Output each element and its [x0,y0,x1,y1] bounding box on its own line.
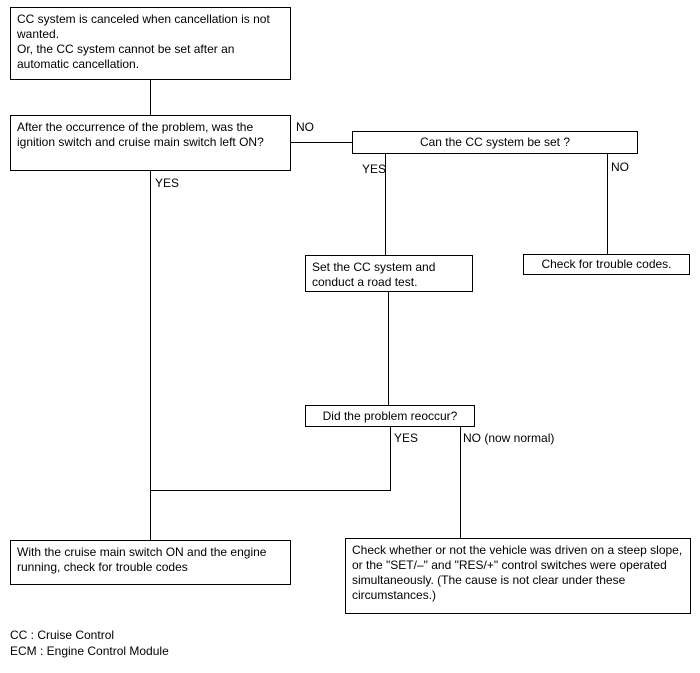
label-yes-ignition: YES [155,176,180,190]
legend-cc: CC : Cruise Control [10,628,115,642]
box-intro-symptom: CC system is canceled when cancellation … [10,7,291,80]
label-no-to-ccset: NO [296,120,314,134]
connector-reoccur-yes-down [390,427,391,491]
box-question-cc-system-set: Can the CC system be set ? [352,131,638,154]
label-no-ccset: NO [611,160,629,174]
connector-reoccur-no-to-slope-box [460,427,461,538]
box-check-trouble-codes: Check for trouble codes. [523,254,690,275]
label-yes-ccset: YES [362,162,387,176]
label-no-now-normal: NO (now normal) [463,431,555,445]
box-set-cc-road-test: Set the CC system and conduct a road tes… [305,255,473,292]
box-main-switch-trouble-codes: With the cruise main switch ON and the e… [10,540,291,585]
legend: CC : Cruise Control ECM : Engine Control… [10,627,169,659]
connector-road-test-to-reoccur-question [388,292,389,405]
box-question-problem-reoccur: Did the problem reoccur? [305,405,475,427]
connector-ignition-yes-to-main-switch-box [150,171,151,540]
legend-ecm: ECM : Engine Control Module [10,644,169,659]
connector-intro-to-ignition-question [150,80,151,115]
connector-ccset-no-to-trouble-codes [607,154,608,254]
connector-ccset-yes-to-road-test [385,154,386,255]
connector-no-to-ccset-question [291,142,352,143]
connector-reoccur-yes-horizontal [150,490,391,491]
box-question-ignition-switch: After the occurrence of the problem, was… [10,115,291,171]
box-steep-slope-check: Check whether or not the vehicle was dri… [345,538,691,614]
label-yes-reoccur: YES [394,431,419,445]
